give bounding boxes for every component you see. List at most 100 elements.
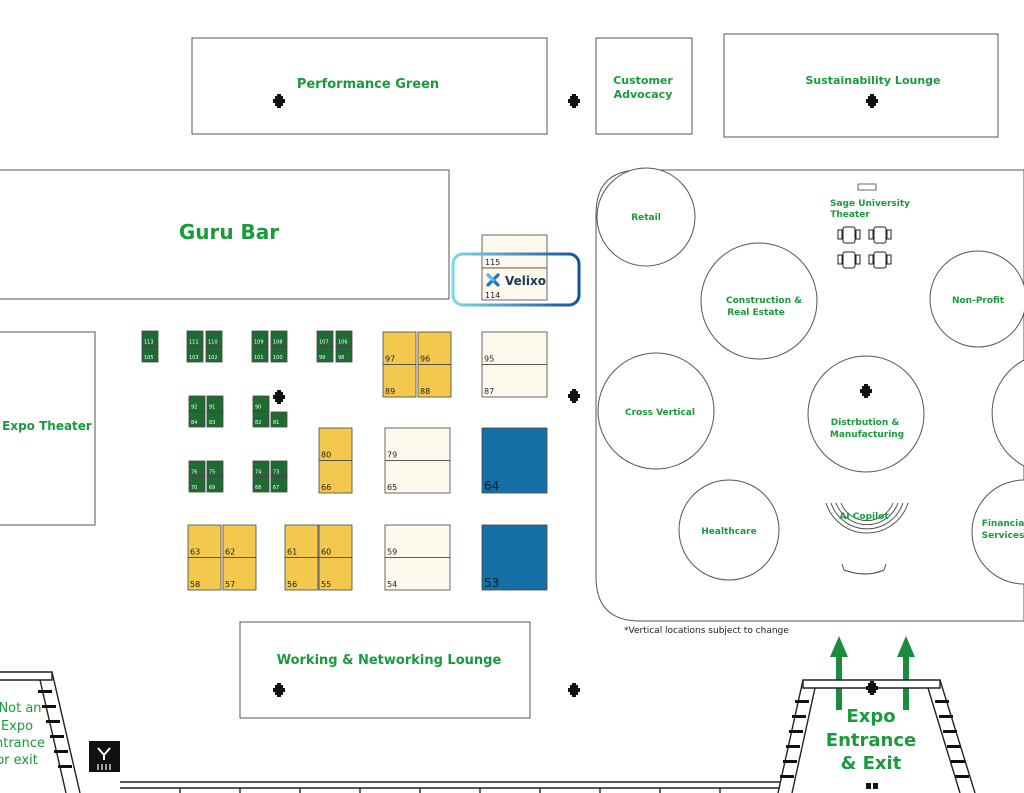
booth-70[interactable] — [188, 476, 206, 493]
booth-82[interactable] — [252, 411, 270, 428]
booth-105[interactable] — [141, 346, 159, 363]
construction-real-estate-circle[interactable] — [700, 242, 818, 360]
booth-54[interactable] — [384, 557, 451, 591]
booth-58[interactable] — [187, 557, 222, 591]
booth-number: 106 — [338, 340, 348, 346]
booth-102[interactable] — [205, 346, 223, 363]
booth-79[interactable] — [384, 427, 451, 461]
booth-63[interactable] — [187, 524, 222, 558]
booth-grid: 1131051111031101021091011081001079910698… — [141, 330, 548, 591]
booth-number: 103 — [189, 355, 199, 361]
booth-64[interactable] — [481, 427, 548, 494]
booth-100[interactable] — [270, 346, 288, 363]
non-profit-label: Non-Profit — [952, 296, 1005, 306]
vertical-locations-note: *Vertical locations subject to change — [624, 626, 789, 636]
booth-57[interactable] — [222, 557, 257, 591]
booth-number: 63 — [190, 548, 200, 557]
financial-services-circle[interactable] — [971, 479, 1024, 585]
info-pin-icon — [568, 389, 580, 403]
construction-label-line2: Real Estate — [727, 308, 785, 318]
booth-88[interactable] — [417, 364, 452, 398]
sustainability-lounge-label: Sustainability Lounge — [805, 74, 940, 87]
booth-60[interactable] — [318, 524, 353, 558]
booth-number: 108 — [273, 340, 283, 346]
expo-theater-zone[interactable] — [0, 331, 96, 526]
booth-68[interactable] — [252, 476, 270, 493]
info-pin-icon — [568, 683, 580, 697]
booth-number: 98 — [338, 355, 344, 361]
booth-number: 62 — [225, 548, 235, 557]
booth-number: 95 — [484, 355, 494, 364]
financial-label-line2: Services — [982, 531, 1024, 541]
booth-114[interactable] — [481, 267, 548, 301]
non-profit-circle[interactable] — [929, 250, 1024, 348]
booth-53[interactable] — [481, 524, 548, 591]
booth-number: 58 — [190, 580, 200, 589]
booth-55[interactable] — [318, 557, 353, 591]
cross-vertical-label: Cross Vertical — [625, 408, 695, 418]
distribution-label-line1: Distrbution & — [831, 418, 900, 428]
retail-circle[interactable] — [596, 167, 696, 267]
ai-copilot-arena[interactable] — [825, 502, 909, 575]
booth-115-number: 115 — [485, 258, 500, 267]
expo-theater-label: Expo Theater — [2, 419, 92, 433]
expo-entrance-line1: Expo — [846, 706, 895, 727]
booth-98[interactable] — [335, 346, 353, 363]
healthcare-circle[interactable] — [678, 479, 780, 581]
entrance-stairs — [780, 700, 969, 778]
booth-number: 90 — [255, 405, 261, 411]
sustainability-lounge-zone[interactable] — [723, 33, 999, 138]
booth-number: 53 — [484, 576, 499, 590]
booth-59[interactable] — [384, 524, 451, 558]
booth-69[interactable] — [206, 476, 224, 493]
not-entrance-line2: Expo — [1, 719, 33, 734]
entrance-arrow-icon — [830, 636, 915, 710]
left-entrance-stairs — [38, 690, 72, 768]
booth-number: 79 — [387, 451, 397, 460]
working-networking-lounge-zone[interactable] — [239, 621, 531, 719]
booth-number: 83 — [209, 420, 215, 426]
booth-83[interactable] — [206, 411, 224, 428]
theater-seating-icon — [837, 226, 892, 269]
booth-number: 105 — [144, 355, 154, 361]
performance-green-zone[interactable] — [191, 37, 548, 135]
booth-84[interactable] — [188, 411, 206, 428]
velixo-brand-name: Velixo — [505, 274, 546, 288]
cross-vertical-circle[interactable] — [597, 352, 715, 470]
booth-65[interactable] — [384, 460, 451, 494]
booth-56[interactable] — [284, 557, 319, 591]
ai-copilot-label: AI Copilot — [839, 512, 889, 522]
booth-103[interactable] — [186, 346, 204, 363]
booth-number: 70 — [191, 485, 197, 491]
booth-87[interactable] — [481, 364, 548, 398]
booth-97[interactable] — [382, 331, 417, 365]
booth-number: 110 — [208, 340, 218, 346]
booth-66[interactable] — [318, 460, 353, 494]
retail-label: Retail — [631, 213, 661, 223]
booth-number: 97 — [385, 355, 395, 364]
sage-theater-stage — [857, 183, 877, 191]
booth-number: 66 — [321, 483, 331, 492]
booth-115[interactable] — [481, 234, 548, 269]
velixo-highlight-frame[interactable] — [451, 252, 581, 307]
customer-advocacy-zone[interactable] — [595, 37, 693, 135]
booth-number: 68 — [255, 485, 261, 491]
guru-bar-zone[interactable] — [0, 169, 450, 300]
booth-number: 80 — [321, 451, 331, 460]
booth-81[interactable] — [270, 411, 288, 428]
booth-89[interactable] — [382, 364, 417, 398]
booth-99[interactable] — [316, 346, 334, 363]
booth-number: 57 — [225, 580, 235, 589]
booth-number: 102 — [208, 355, 218, 361]
booth-number: 96 — [420, 355, 430, 364]
booth-number: 75 — [209, 470, 215, 476]
booth-101[interactable] — [251, 346, 269, 363]
booth-67[interactable] — [270, 476, 288, 493]
booth-number: 87 — [484, 387, 494, 396]
booth-number: 65 — [387, 483, 397, 492]
construction-label-line1: Construction & — [726, 296, 802, 306]
right-edge-circle — [991, 359, 1024, 467]
booth-number: 88 — [420, 387, 430, 396]
distribution-manufacturing-circle[interactable] — [807, 355, 925, 473]
sage-university-label-line1: Sage University — [830, 199, 910, 209]
